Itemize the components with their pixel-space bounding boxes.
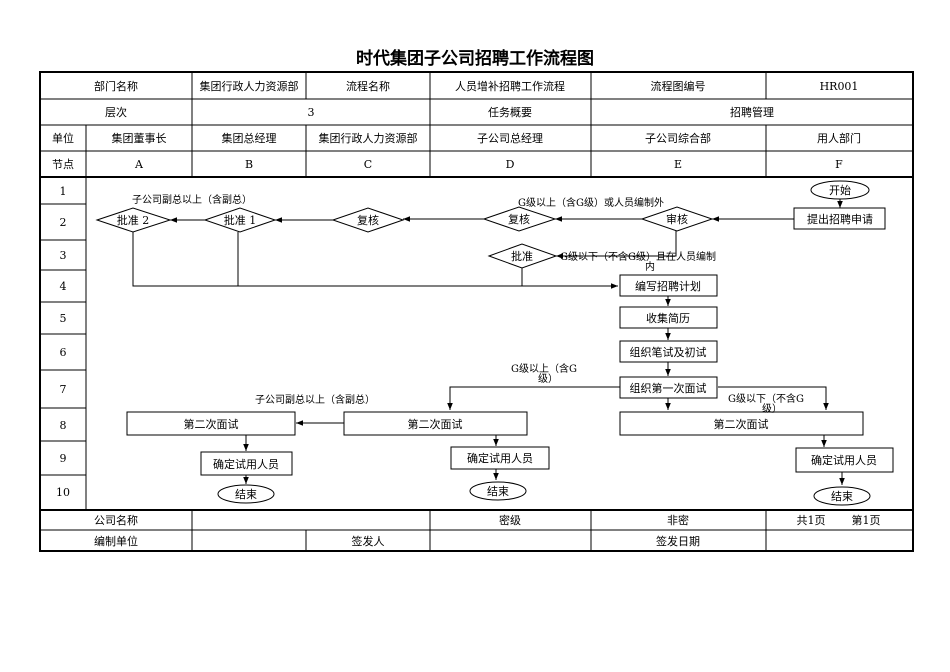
page-title: 时代集团子公司招聘工作流程图 bbox=[356, 49, 594, 69]
level-value: 3 bbox=[308, 106, 315, 119]
page-count: 共1页 bbox=[797, 514, 826, 527]
dept-label: 部门名称 bbox=[94, 79, 138, 93]
lane-code-c: C bbox=[364, 158, 372, 171]
task-label: 任务概要 bbox=[488, 106, 532, 119]
connectors bbox=[132, 199, 845, 485]
confirm-trial-d-label: 确定试用人员 bbox=[467, 451, 533, 465]
flow-code-value: HR001 bbox=[820, 80, 859, 93]
approve-1-diamond: 批准 1 bbox=[203, 207, 277, 233]
annotation-g-below-top: G级以下（不含G级）且在人员编制 bbox=[560, 250, 716, 263]
row-number: 4 bbox=[60, 280, 67, 293]
lane-code-b: B bbox=[245, 158, 253, 171]
row-number: 3 bbox=[60, 249, 67, 262]
annotation-vp-top: 子公司副总以上（含副总） bbox=[132, 193, 252, 206]
lane-code-d: D bbox=[506, 158, 515, 171]
second-interview-e-label: 第二次面试 bbox=[714, 417, 769, 431]
table-grid bbox=[39, 71, 914, 552]
row-number: 5 bbox=[60, 312, 67, 325]
end-d-node: 结束 bbox=[469, 481, 527, 501]
confirm-trial-d-box: 确定试用人员 bbox=[450, 446, 550, 470]
lane-code-f: F bbox=[835, 158, 843, 171]
lane-code-a: A bbox=[134, 158, 144, 171]
end-f-label: 结束 bbox=[831, 490, 853, 503]
row-number: 6 bbox=[60, 346, 67, 359]
lane-unit-b: 集团总经理 bbox=[222, 131, 277, 145]
recheck-c-diamond: 复核 bbox=[331, 207, 405, 233]
start-label: 开始 bbox=[829, 183, 851, 197]
flow-name-label: 流程名称 bbox=[346, 79, 390, 93]
written-test-box: 组织笔试及初试 bbox=[619, 340, 718, 363]
recheck-d-diamond: 复核 bbox=[482, 206, 557, 232]
annotation-g-above-mid-cont: 级） bbox=[538, 373, 558, 385]
recheck-c-label: 复核 bbox=[357, 213, 379, 227]
end-b-node: 结束 bbox=[217, 484, 275, 504]
review-e-label: 审核 bbox=[666, 212, 688, 226]
write-plan-box: 编写招聘计划 bbox=[619, 274, 718, 297]
flow-code-label: 流程图编号 bbox=[651, 79, 706, 93]
approve-d-label: 批准 bbox=[511, 249, 533, 263]
approve-2-label: 批准 2 bbox=[117, 213, 150, 227]
write-plan-label: 编写招聘计划 bbox=[635, 279, 701, 293]
annotation-g-above-mid: G级以上（含G bbox=[511, 362, 577, 375]
annotation-vp-mid: 子公司副总以上（含副总） bbox=[255, 393, 375, 406]
confirm-trial-f-label: 确定试用人员 bbox=[811, 453, 877, 467]
annotation-g-above-top: G级以上（含G级）或人员编制外 bbox=[518, 196, 664, 209]
collect-resumes-box: 收集简历 bbox=[619, 306, 718, 329]
second-interview-c-box: 第二次面试 bbox=[343, 411, 528, 436]
approve-2-diamond: 批准 2 bbox=[95, 207, 172, 233]
second-interview-a-label: 第二次面试 bbox=[184, 417, 239, 431]
approve-1-label: 批准 1 bbox=[224, 213, 257, 227]
first-interview-label: 组织第一次面试 bbox=[630, 381, 707, 395]
written-test-label: 组织笔试及初试 bbox=[630, 345, 707, 359]
first-interview-box: 组织第一次面试 bbox=[619, 376, 718, 399]
flow-name-value: 人员增补招聘工作流程 bbox=[455, 79, 565, 93]
confirm-trial-b-box: 确定试用人员 bbox=[200, 451, 293, 476]
unit-label: 单位 bbox=[52, 131, 74, 145]
annotation-g-below-mid-cont: 级） bbox=[762, 403, 782, 415]
lane-unit-d: 子公司总经理 bbox=[477, 131, 543, 145]
lane-code-e: E bbox=[674, 158, 682, 171]
end-b-label: 结束 bbox=[235, 488, 257, 501]
row-number: 8 bbox=[60, 419, 67, 432]
submit-request-box: 提出招聘申请 bbox=[793, 207, 886, 230]
company-label: 公司名称 bbox=[94, 513, 138, 527]
second-interview-a-box: 第二次面试 bbox=[126, 411, 296, 436]
task-value: 招聘管理 bbox=[730, 105, 774, 119]
recheck-d-label: 复核 bbox=[508, 212, 530, 226]
lane-unit-c: 集团行政人力资源部 bbox=[319, 131, 418, 145]
annotation-g-below-mid: G级以下（不含G bbox=[728, 392, 804, 405]
row-number: 9 bbox=[60, 452, 67, 465]
row-number: 7 bbox=[60, 383, 67, 396]
issuer-label: 签发人 bbox=[352, 534, 385, 548]
issue-date-label: 签发日期 bbox=[656, 534, 700, 548]
end-f-node: 结束 bbox=[813, 486, 871, 506]
secret-value: 非密 bbox=[667, 513, 689, 527]
submit-request-label: 提出招聘申请 bbox=[807, 212, 873, 226]
row-number: 2 bbox=[60, 216, 67, 229]
approve-d-diamond: 批准 bbox=[487, 243, 558, 269]
level-label: 层次 bbox=[105, 105, 127, 119]
collect-resumes-label: 收集简历 bbox=[646, 311, 690, 325]
lane-unit-f: 用人部门 bbox=[817, 131, 861, 145]
row-number: 10 bbox=[56, 486, 70, 499]
second-interview-e-box: 第二次面试 bbox=[619, 411, 864, 436]
annotation-g-below-top-cont: 内 bbox=[645, 260, 655, 273]
lane-unit-e: 子公司综合部 bbox=[645, 131, 711, 145]
prep-unit-label: 编制单位 bbox=[94, 534, 138, 548]
end-d-label: 结束 bbox=[487, 485, 509, 498]
start-node: 开始 bbox=[810, 180, 870, 200]
secret-label: 密级 bbox=[499, 513, 521, 527]
second-interview-c-label: 第二次面试 bbox=[408, 417, 463, 431]
dept-value: 集团行政人力资源部 bbox=[200, 79, 299, 93]
lane-unit-a: 集团董事长 bbox=[112, 131, 167, 145]
confirm-trial-f-box: 确定试用人员 bbox=[795, 447, 894, 473]
confirm-trial-b-label: 确定试用人员 bbox=[213, 457, 279, 471]
node-label: 节点 bbox=[52, 158, 74, 171]
page-number: 第1页 bbox=[852, 513, 881, 527]
row-number: 1 bbox=[60, 185, 67, 198]
review-e-diamond: 审核 bbox=[640, 206, 714, 232]
